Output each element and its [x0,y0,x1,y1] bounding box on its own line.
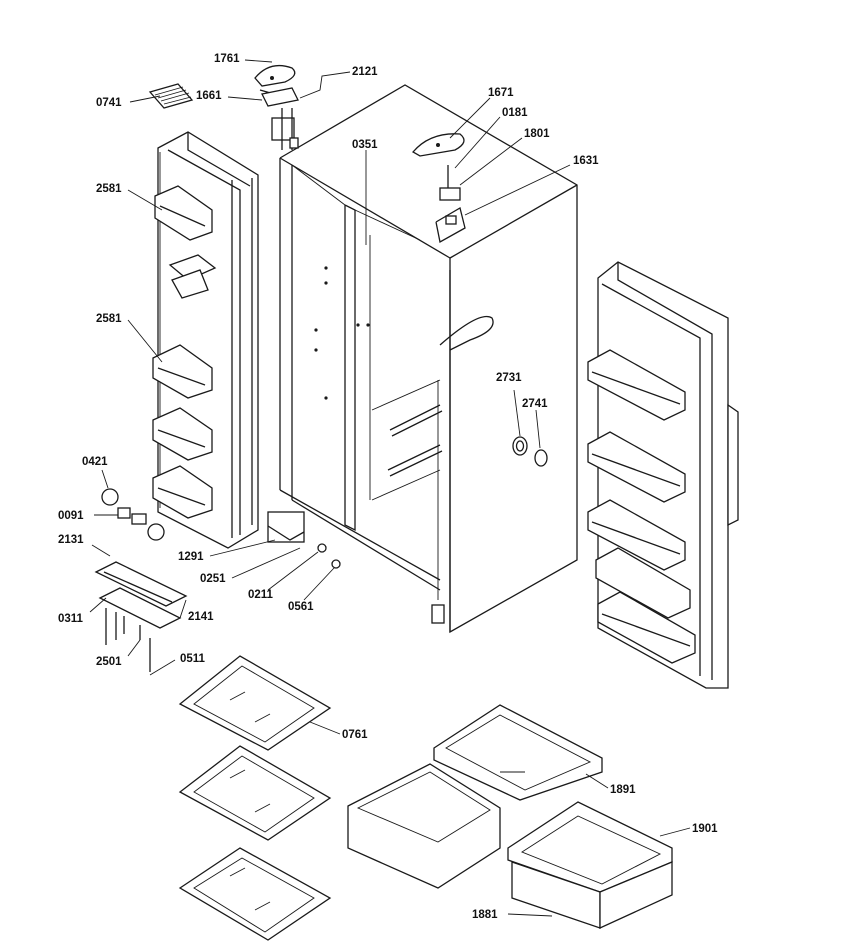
grille-part [148,83,194,109]
crisper-drawers [347,704,673,930]
freezer-door [152,131,259,549]
label-1881: 1881 [472,909,498,921]
label-0091: 0091 [58,510,84,522]
label-2581-lower: 2581 [96,313,122,325]
label-2501: 2501 [96,656,122,668]
label-1661: 1661 [196,90,222,102]
label-0351: 0351 [352,139,378,151]
label-0511: 0511 [180,653,206,665]
glass-shelves [178,655,332,941]
label-1901: 1901 [692,823,718,835]
label-0311: 0311 [58,613,84,625]
right-top-hinge [411,133,465,201]
freezer-lower-parts [94,488,341,672]
cabinet [279,84,578,634]
label-0561: 0561 [288,601,314,613]
label-1631: 1631 [573,155,599,167]
label-0181: 0181 [502,107,528,119]
label-1891: 1891 [610,784,636,796]
label-2741: 2741 [522,398,548,410]
label-1801: 1801 [524,128,550,140]
label-1761: 1761 [214,53,240,65]
leader-lines [89,59,691,917]
label-2131: 2131 [58,534,84,546]
label-0211: 0211 [248,589,274,601]
label-2121: 2121 [352,66,378,78]
fresh-food-door [587,261,739,689]
label-0761: 0761 [342,729,368,741]
label-0251: 0251 [200,573,226,585]
label-2141: 2141 [188,611,214,623]
label-1291: 1291 [178,551,204,563]
part-labels: 1761 2121 0741 1661 1671 0181 1801 0351 … [58,53,718,921]
left-top-hinge [254,64,299,150]
label-0421: 0421 [82,456,108,468]
label-1671: 1671 [488,87,514,99]
label-2731: 2731 [496,372,522,384]
label-2581-upper: 2581 [96,183,122,195]
label-0741: 0741 [96,97,122,109]
